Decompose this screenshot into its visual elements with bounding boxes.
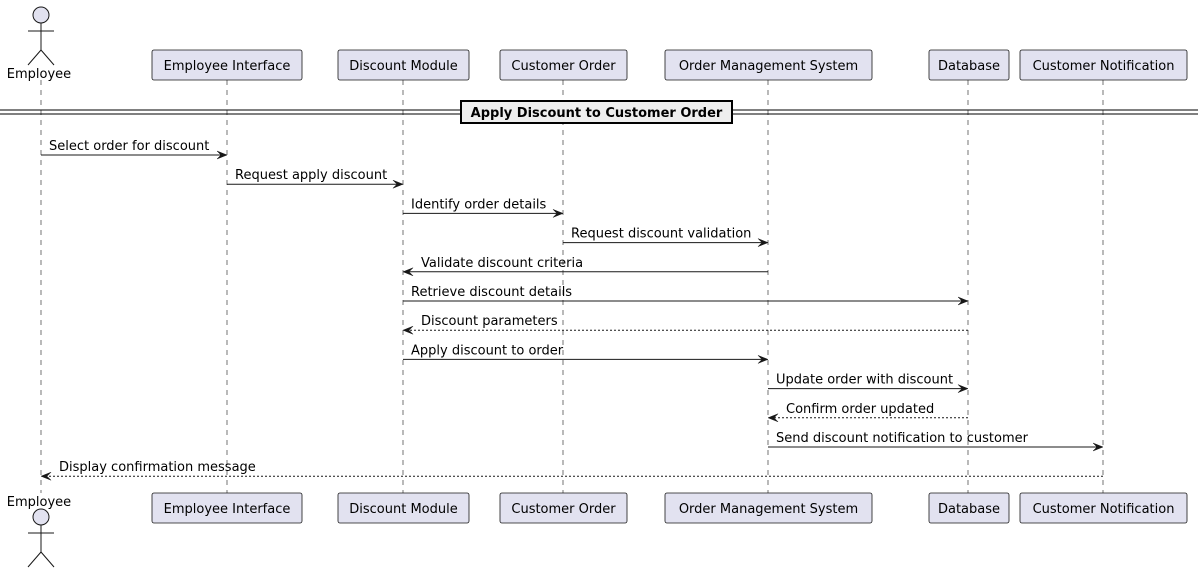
message-label: Select order for discount	[49, 139, 209, 154]
message-label: Request discount validation	[571, 227, 751, 242]
participant-name: Customer Order	[511, 502, 616, 517]
participant-box	[499, 49, 628, 81]
participant-box	[664, 492, 873, 524]
message-label: Discount parameters	[421, 314, 558, 329]
message-label: Retrieve discount details	[411, 285, 572, 300]
participant-notify-bottom: Customer Notification	[1019, 492, 1188, 524]
participant-box	[499, 492, 628, 524]
participant-name: Order Management System	[679, 502, 858, 517]
participant-name: Customer Notification	[1033, 502, 1175, 517]
message-2: Request apply discount	[227, 168, 404, 189]
participant-discount-top: Discount Module	[337, 49, 470, 81]
message-label: Request apply discount	[235, 168, 387, 183]
participant-db-top: Database	[928, 49, 1010, 81]
arrowhead-icon	[1092, 442, 1104, 452]
participant-box	[151, 492, 303, 524]
participant-name: Customer Order	[511, 59, 616, 74]
message-label: Display confirmation message	[59, 460, 256, 475]
actor-head	[32, 6, 50, 24]
participants-bottom: Employee Employee Interface Discount Modul…	[7, 492, 1188, 568]
arrowhead-icon	[40, 471, 52, 481]
message-label: Send discount notification to customer	[776, 431, 1029, 446]
message-8: Apply discount to order	[403, 343, 769, 364]
message-6: Retrieve discount details	[403, 285, 969, 306]
participant-name: Database	[938, 502, 1000, 517]
participant-name: Database	[938, 59, 1000, 74]
participant-notify-top: Customer Notification	[1019, 49, 1188, 81]
participant-order-top: Customer Order	[499, 49, 628, 81]
message-7: Discount parameters	[402, 314, 968, 335]
participant-oms-bottom: Order Management System	[664, 492, 873, 524]
message-9: Update order with discount	[768, 373, 969, 393]
participant-discount-bottom: Discount Module	[337, 492, 470, 524]
section-divider: Apply Discount to Customer Order	[0, 100, 1198, 124]
participant-name: Customer Notification	[1033, 59, 1175, 74]
arrowhead-icon	[402, 267, 414, 277]
participant-ui-bottom: Employee Interface	[151, 492, 303, 524]
participant-db-bottom: Database	[928, 492, 1010, 524]
arrowhead-icon	[552, 209, 564, 218]
participant-box	[664, 49, 873, 81]
actor-head	[32, 508, 50, 526]
participant-box	[928, 492, 1010, 524]
message-label: Identify order details	[411, 197, 547, 212]
arrowhead-icon	[216, 150, 228, 160]
participant-box	[151, 49, 303, 81]
message-11: Send discount notification to customer	[768, 431, 1104, 452]
arrowhead-icon	[957, 296, 969, 306]
divider-title: Apply Discount to Customer Order	[471, 106, 723, 121]
participant-box	[337, 49, 470, 81]
actor-bottom: Employee	[7, 495, 71, 568]
divider-box	[460, 100, 733, 124]
stick-figure-icon	[27, 525, 55, 568]
arrowhead-icon	[402, 325, 414, 335]
participant-box	[1019, 49, 1188, 81]
participant-order-bottom: Customer Order	[499, 492, 628, 524]
participant-name: Discount Module	[349, 59, 457, 74]
participant-box	[337, 492, 470, 524]
participant-name: Discount Module	[349, 502, 457, 517]
message-5: Validate discount criteria	[402, 256, 768, 277]
stick-figure-icon	[27, 23, 55, 66]
participants-top: Employee Employee Interface Discount Modul…	[7, 6, 1188, 82]
participant-oms-top: Order Management System	[664, 49, 873, 81]
message-3: Identify order details	[403, 197, 564, 218]
arrowhead-icon	[757, 238, 769, 247]
arrowhead-icon	[957, 384, 969, 393]
message-label: Update order with discount	[776, 373, 953, 388]
arrowhead-icon	[757, 355, 769, 364]
participant-box	[928, 49, 1010, 81]
actor-name-bottom: Employee	[7, 495, 71, 510]
arrowhead-icon	[392, 179, 404, 189]
message-10: Confirm order updated	[767, 402, 968, 423]
participant-name: Employee Interface	[164, 502, 291, 517]
actor-top: Employee	[7, 6, 71, 82]
participant-name: Employee Interface	[164, 59, 291, 74]
participant-box	[1019, 492, 1188, 524]
message-label: Validate discount criteria	[421, 256, 583, 271]
arrowhead-icon	[767, 413, 779, 423]
message-4: Request discount validation	[563, 227, 769, 247]
message-1: Select order for discount	[41, 139, 228, 160]
message-label: Confirm order updated	[786, 402, 934, 417]
actor-name-top: Employee	[7, 67, 71, 82]
participant-name: Order Management System	[679, 59, 858, 74]
message-label: Apply discount to order	[411, 343, 564, 358]
message-12: Display confirmation message	[40, 460, 1103, 481]
lifelines	[40, 80, 1104, 493]
participant-ui-top: Employee Interface	[151, 49, 303, 81]
